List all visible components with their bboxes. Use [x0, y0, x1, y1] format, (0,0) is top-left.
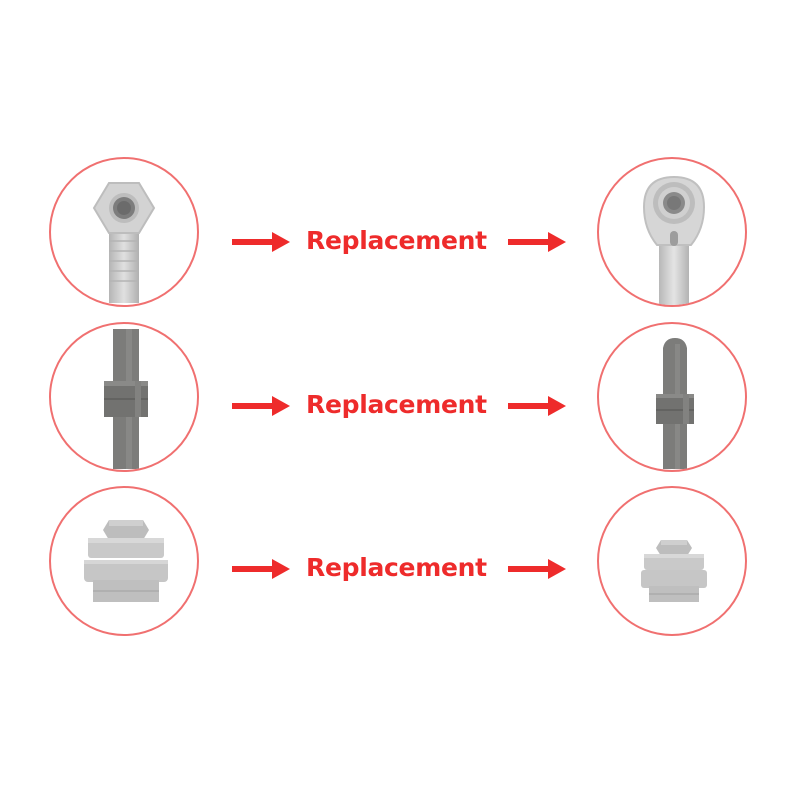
- arrow-left-1: [232, 232, 290, 252]
- small-grommet-stack-icon: [641, 540, 707, 602]
- new-part-circle-2: [597, 322, 747, 472]
- tapered-pin-pipe-icon: [656, 338, 694, 469]
- replacement-label-1: Replacement: [306, 226, 487, 255]
- old-part-circle-3: [49, 486, 199, 636]
- arrow-left-2: [232, 396, 290, 416]
- arrow-right-2: [508, 396, 566, 416]
- arrow-right-3: [508, 559, 566, 579]
- old-part-circle-2: [49, 322, 199, 472]
- new-part-circle-3: [597, 486, 747, 636]
- grommet-stack-icon: [84, 520, 168, 602]
- replacement-label-2: Replacement: [306, 390, 487, 419]
- old-part-circle-1: [49, 157, 199, 307]
- hex-elbow-connector-icon: [92, 182, 156, 303]
- hex-coupling-pipe-icon: [104, 329, 148, 469]
- new-part-circle-1: [597, 157, 747, 307]
- round-elbow-connector-icon: [642, 175, 706, 305]
- arrow-right-1: [508, 232, 566, 252]
- replacement-label-3: Replacement: [306, 553, 487, 582]
- arrow-left-3: [232, 559, 290, 579]
